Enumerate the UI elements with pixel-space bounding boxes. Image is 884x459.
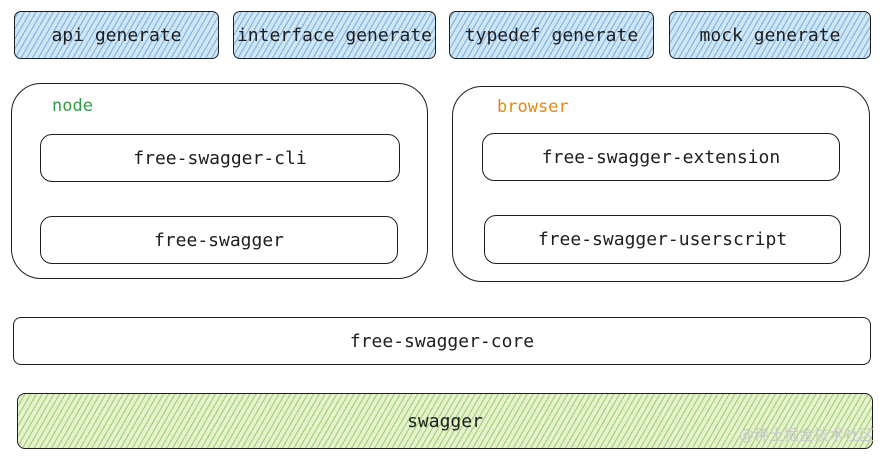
mock-generate-label: mock generate [699,24,841,46]
free-swagger-userscript-label: free-swagger-userscript [537,229,788,250]
free-swagger-core-label: free-swagger-core [349,330,535,352]
interface-generate-box: interface generate [233,11,436,59]
swagger-box: swagger [17,393,873,449]
api-generate-label: api generate [51,24,182,46]
free-swagger-cli-label: free-swagger-cli [133,147,307,169]
swagger-label: swagger [407,410,483,432]
api-generate-box: api generate [14,11,219,59]
interface-generate-label: interface generate [236,24,433,46]
mock-generate-box: mock generate [669,11,871,59]
free-swagger-extension-label: free-swagger-extension [541,146,781,168]
watermark: @稀土掘金技术社区 [738,426,874,444]
node-group-label: node [52,96,93,116]
free-swagger-userscript-box: free-swagger-userscript [484,215,841,264]
free-swagger-label: free-swagger [153,229,285,251]
typedef-generate-label: typedef generate [464,24,639,46]
free-swagger-core-box: free-swagger-core [13,317,871,365]
free-swagger-extension-box: free-swagger-extension [482,133,840,181]
browser-group-label: browser [497,97,569,117]
free-swagger-cli-box: free-swagger-cli [40,134,400,182]
free-swagger-box: free-swagger [40,216,398,264]
typedef-generate-box: typedef generate [449,11,654,59]
